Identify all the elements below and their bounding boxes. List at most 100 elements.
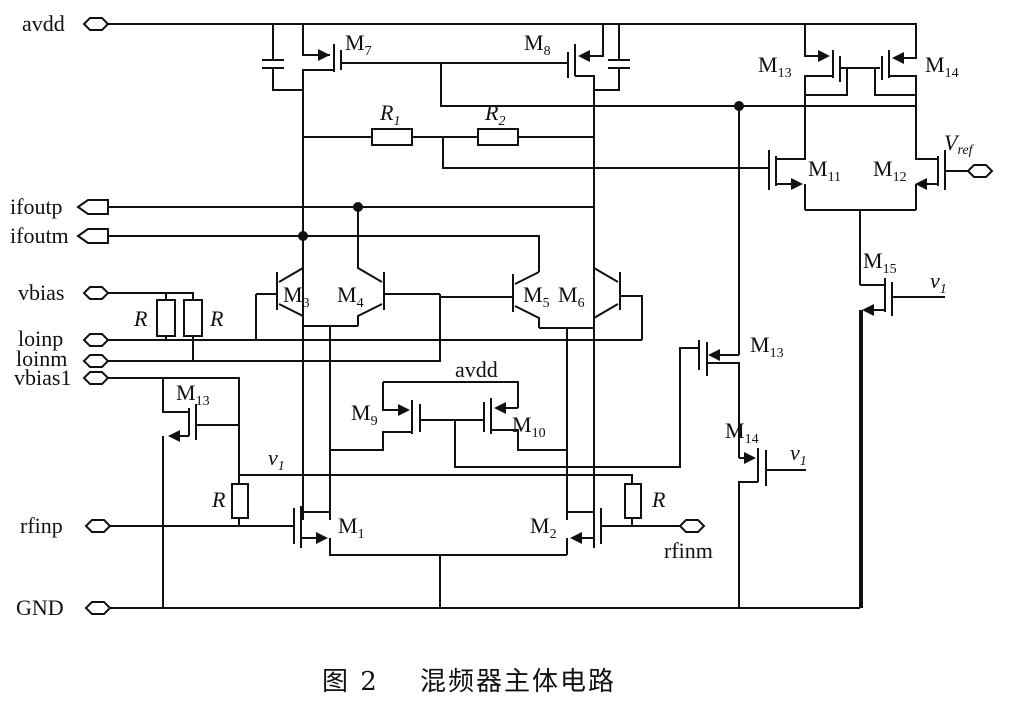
m2-label: M2 xyxy=(530,513,557,542)
vref-label: Vref xyxy=(944,130,975,158)
r-bias-left-resistor xyxy=(156,299,176,337)
m1-arrow xyxy=(316,532,328,544)
vbias1-net xyxy=(108,377,240,475)
rfinp-label: rfinp xyxy=(20,513,63,538)
v1-m14-label: v1 xyxy=(790,440,807,469)
m9-arrow xyxy=(398,404,410,416)
r-bias-left-label: R xyxy=(133,306,148,331)
m4-label: M4 xyxy=(337,282,364,311)
m5-label: M5 xyxy=(523,282,550,311)
m14-top-label: M14 xyxy=(925,52,959,81)
m13-mid-transistor xyxy=(698,340,740,458)
v1-main-label: v1 xyxy=(268,445,285,474)
m15-transistor xyxy=(860,278,945,608)
r2-resistor xyxy=(477,128,519,146)
m10-arrow xyxy=(494,402,506,414)
m1-transistor xyxy=(110,506,567,556)
m11-arrow xyxy=(791,178,803,190)
r-bias-right-resistor xyxy=(183,299,203,337)
rails xyxy=(108,23,917,609)
m9-label: M9 xyxy=(351,400,378,429)
m7-arrow xyxy=(318,49,330,61)
m1-label: M1 xyxy=(338,513,365,542)
m8-transistor xyxy=(441,24,630,520)
m6-transistor xyxy=(593,267,643,340)
m2-arrow xyxy=(570,532,582,544)
m5-transistor xyxy=(440,271,540,328)
m15-arrow xyxy=(862,304,874,316)
loinm-label: loinm xyxy=(16,346,67,371)
m12-arrow xyxy=(915,178,927,190)
m9-transistor xyxy=(330,382,421,451)
node-labels: v1 v1 v1 xyxy=(268,268,947,474)
m11-transistor xyxy=(768,150,806,210)
r-rf-left-resistor xyxy=(231,483,249,519)
r-bias-right-label: R xyxy=(209,306,224,331)
m6-label: M6 xyxy=(558,282,585,311)
port-vref xyxy=(966,164,994,178)
port-vbias1 xyxy=(82,371,110,385)
m8-label: M8 xyxy=(524,30,551,59)
ifoutm-label: ifoutm xyxy=(10,223,69,248)
m10-label: M10 xyxy=(512,412,546,441)
avdd-inner-label: avdd xyxy=(455,357,498,382)
m13-top-label: M13 xyxy=(758,52,792,81)
gnd-label: GND xyxy=(16,595,64,620)
figure-caption: 图 2 混频器主体电路 xyxy=(322,667,616,697)
r-rf-left-label: R xyxy=(211,487,226,512)
m14-mid-arrow xyxy=(744,452,756,464)
m12-transistor xyxy=(915,150,968,210)
resistor-labels: R1 R2 R R R R xyxy=(133,100,666,512)
port-rfinm xyxy=(678,519,706,533)
ifoutm-net xyxy=(108,235,540,272)
port-avdd xyxy=(82,17,110,31)
m13-left-arrow xyxy=(168,430,180,442)
cmfb-resistors xyxy=(303,128,769,169)
v1-m15-label: v1 xyxy=(930,268,947,297)
m4-transistor xyxy=(357,207,440,326)
caption-number: 图 2 xyxy=(322,667,379,697)
port-gnd xyxy=(84,601,112,615)
caption-title: 混频器主体电路 xyxy=(420,667,616,697)
v1-net xyxy=(239,474,633,484)
m7-m8-gate-net xyxy=(440,63,916,107)
r2-label: R2 xyxy=(484,100,505,129)
transistor-labels: M7 M8 M13 M14 M11 M12 M3 M4 M5 M6 M15 M1… xyxy=(176,30,959,542)
port-labels: avdd ifoutp ifoutm vbias loinp loinm vbi… xyxy=(10,11,975,620)
m13-top-arrow xyxy=(818,50,830,62)
loinp-label: loinp xyxy=(18,326,63,351)
m13-left-label: M13 xyxy=(176,380,210,409)
m3-label: M3 xyxy=(283,282,310,311)
m11-label: M11 xyxy=(808,156,841,185)
avdd-label: avdd xyxy=(22,11,65,36)
port-loinm xyxy=(82,354,110,368)
m14-mid-transistor xyxy=(738,448,806,608)
r1-resistor xyxy=(371,128,413,146)
m2-transistor xyxy=(566,506,680,555)
m14-top-arrow xyxy=(892,52,904,64)
vbias-label: vbias xyxy=(18,280,64,305)
m7-transistor xyxy=(262,24,441,520)
vbias-net xyxy=(108,292,194,300)
loinm-net xyxy=(108,294,441,362)
m7-label: M7 xyxy=(345,30,372,59)
port-loinp xyxy=(82,333,110,347)
m13-mid-arrow xyxy=(708,349,720,361)
ifoutp-label: ifoutp xyxy=(10,194,63,219)
port-ifoutm xyxy=(76,228,109,244)
m12-label: M12 xyxy=(873,156,907,185)
m13-mid-label: M13 xyxy=(750,332,784,361)
m10-transistor xyxy=(483,398,567,451)
port-rfinp xyxy=(84,519,112,533)
m13-top-transistor xyxy=(804,24,880,95)
m3-transistor xyxy=(256,236,304,326)
m15-label: M15 xyxy=(863,248,897,277)
vbias1-label: vbias1 xyxy=(14,365,71,390)
rfinm-label: rfinm xyxy=(664,538,713,563)
r1-label: R1 xyxy=(379,100,400,129)
r-rf-right-label: R xyxy=(651,487,666,512)
m8-arrow xyxy=(578,50,590,62)
r-rf-right-resistor xyxy=(624,483,642,519)
port-vbias xyxy=(82,286,110,300)
